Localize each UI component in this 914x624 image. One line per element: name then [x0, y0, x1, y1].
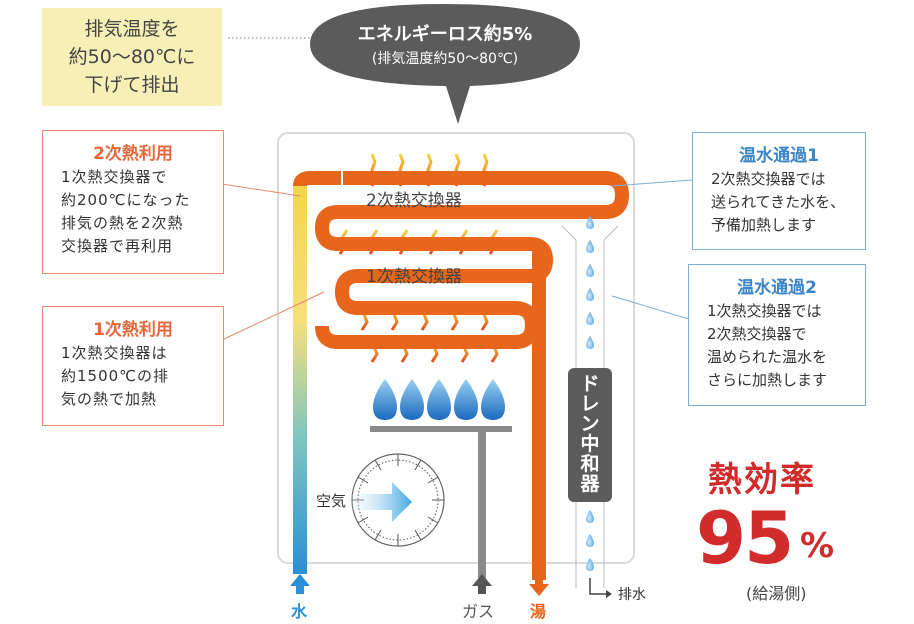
pass1-line-1: 2次熱交換器では — [711, 170, 826, 188]
water-in-arrow — [290, 574, 310, 594]
hot-water-label: 湯 — [530, 602, 547, 621]
primary-use-line-3: 気の熱で加熱 — [61, 390, 158, 408]
drain-neutralizer-box — [568, 368, 612, 502]
exhaust-temp-note: 排気温度を 約50〜80℃に 下げて排出 — [42, 8, 222, 106]
secondary-use-line-1: 1次熱交換器で — [61, 168, 168, 186]
secondary-heat-use-callout: 2次熱利用 1次熱交換器で 約200℃になった 排気の熱を2次熱 交換器で再利用 — [42, 130, 224, 274]
drain-out-label: 排水 — [618, 587, 646, 603]
hot-water-pass-2-callout: 温水通過2 1次熱交換器では 2次熱交換器で 温められた温水を さらに加熱します — [688, 264, 866, 406]
exchanger-1-label: 1次熱交換器 — [366, 267, 462, 287]
cold-water-pipe — [293, 184, 307, 574]
pass2-line-1: 1次熱交換器では — [707, 302, 822, 320]
exchanger-2-label: 2次熱交換器 — [366, 191, 462, 211]
pass2-line-2: 2次熱交換器で — [707, 325, 807, 343]
gas-pipe — [478, 432, 486, 578]
water-label: 水 — [291, 602, 308, 621]
hot-water-out-arrow — [529, 576, 549, 596]
gas-label: ガス — [462, 602, 495, 621]
pass1-line-2: 送られてきた水を、 — [711, 193, 846, 211]
burner-flames — [373, 379, 505, 420]
energy-loss-line-2: (排気温度約50〜80℃) — [371, 51, 519, 67]
hot-water-pass-1-title: 温水通過1 — [739, 146, 819, 166]
primary-heat-use-title: 1次熱利用 — [93, 320, 173, 340]
exhaust-note-line-2: 約50〜80℃に — [68, 46, 196, 68]
pass2-line-3: 温められた温水を — [707, 348, 828, 366]
pass1-line-3: 予備加熱します — [711, 216, 817, 234]
primary-use-line-1: 1次熱交換器は — [61, 344, 168, 362]
primary-use-line-2: 約1500℃の排 — [61, 367, 170, 385]
drain-neutralizer-label: ドレン中和器 — [568, 374, 612, 494]
gas-in-arrow — [472, 574, 492, 594]
efficiency-value: 95 — [696, 496, 794, 580]
energy-loss-text: エネルギーロス約5% (排気温度約50〜80℃) — [310, 20, 580, 68]
efficiency-unit: % — [800, 526, 835, 566]
energy-loss-line-1: エネルギーロス約5% — [357, 24, 533, 45]
hot-water-pass-1-callout: 温水通過1 2次熱交換器では 送られてきた水を、 予備加熱します — [692, 132, 866, 250]
water-drops — [586, 216, 594, 571]
pass2-line-4: さらに加熱します — [707, 371, 828, 389]
efficiency-note: (給湯側) — [746, 584, 807, 603]
exhaust-note-line-1: 排気温度を — [84, 18, 180, 40]
burner-bar — [370, 426, 512, 432]
exhaust-note-line-3: 下げて排出 — [84, 74, 180, 96]
air-label: 空気 — [316, 492, 347, 510]
secondary-use-line-3: 排気の熱を2次熱 — [61, 214, 184, 232]
efficiency-title: 熱効率 — [708, 460, 816, 500]
drain-label-text: ドレン中和器 — [580, 373, 600, 495]
primary-heat-use-callout: 1次熱利用 1次熱交換器は 約1500℃の排 気の熱で加熱 — [42, 306, 224, 426]
secondary-heat-use-title: 2次熱利用 — [93, 144, 173, 164]
energy-loss-bubble — [310, 4, 580, 124]
hot-water-pass-2-title: 温水通過2 — [737, 278, 817, 298]
air-arrow — [340, 482, 412, 522]
secondary-use-line-2: 約200℃になった — [61, 191, 191, 209]
drain-outlet-arrow — [589, 578, 606, 595]
secondary-use-line-4: 交換器で再利用 — [61, 237, 174, 255]
